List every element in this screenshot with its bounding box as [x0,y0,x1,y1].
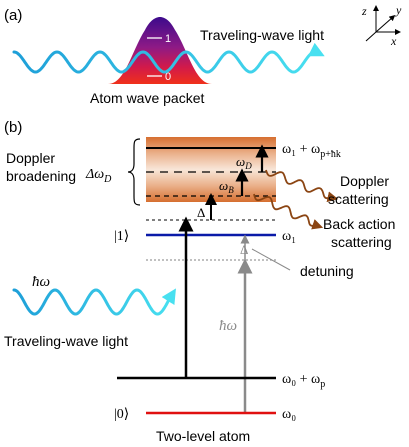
axis-z-label: z [361,4,367,18]
traveling-wave-a [12,42,325,74]
hbar-omega-left-label: ħω [32,274,50,290]
backaction-scattering-squiggle [253,193,324,230]
doppler-scattering-line1: Doppler [340,173,389,189]
delta-omega-d-label: ΔωD [85,167,112,185]
doppler-scattering-line2: scattering [328,191,389,207]
packet-level-1-label: 1 [165,33,171,45]
omega-d-label: ωD [236,154,252,171]
panel-a-light-label: Traveling-wave light [200,27,324,43]
two-level-atom-label: Two-level atom [156,428,250,444]
panel-b-label: (b) [4,119,22,136]
atom-wave-packet [108,17,212,84]
packet-level-0-label: 0 [165,71,171,83]
atom-wave-packet-label: Atom wave packet [90,90,204,106]
doppler-scattering-squiggle [265,169,339,203]
doppler-band [146,137,276,202]
omega-b-label: ωB [219,178,234,195]
doppler-broadening-line2: broadening [6,168,76,184]
doppler-broadening-line1: Doppler [6,150,55,166]
traveling-wave-b [12,288,176,316]
doppler-brace [127,138,141,206]
level-1-ket: |1⟩ [114,229,129,244]
level-0p-label: ω₀ + ωp [282,372,325,390]
backaction-scattering-line1: Back action [323,216,395,232]
axis-x-label: x [390,34,397,48]
delta-gray-label: Δ [240,242,248,257]
detuning-pointer [251,248,291,271]
panel-a-label: (a) [4,7,22,24]
axes-icon [365,5,401,42]
backaction-scattering-line2: scattering [331,234,392,250]
level-1-omega: ω₁ [282,229,296,244]
level-0-ket: |0⟩ [114,407,129,422]
delta-small-label: Δ [197,205,205,220]
detuning-label: detuning [300,263,354,279]
level-0-omega: ω₀ [282,407,296,422]
level-top-label: ω₁ + ωp+ħk [282,142,341,160]
hbar-omega-gray-label: ħω [219,318,237,334]
panel-b-light-label: Traveling-wave light [4,333,128,349]
axis-y-label: y [395,3,402,17]
